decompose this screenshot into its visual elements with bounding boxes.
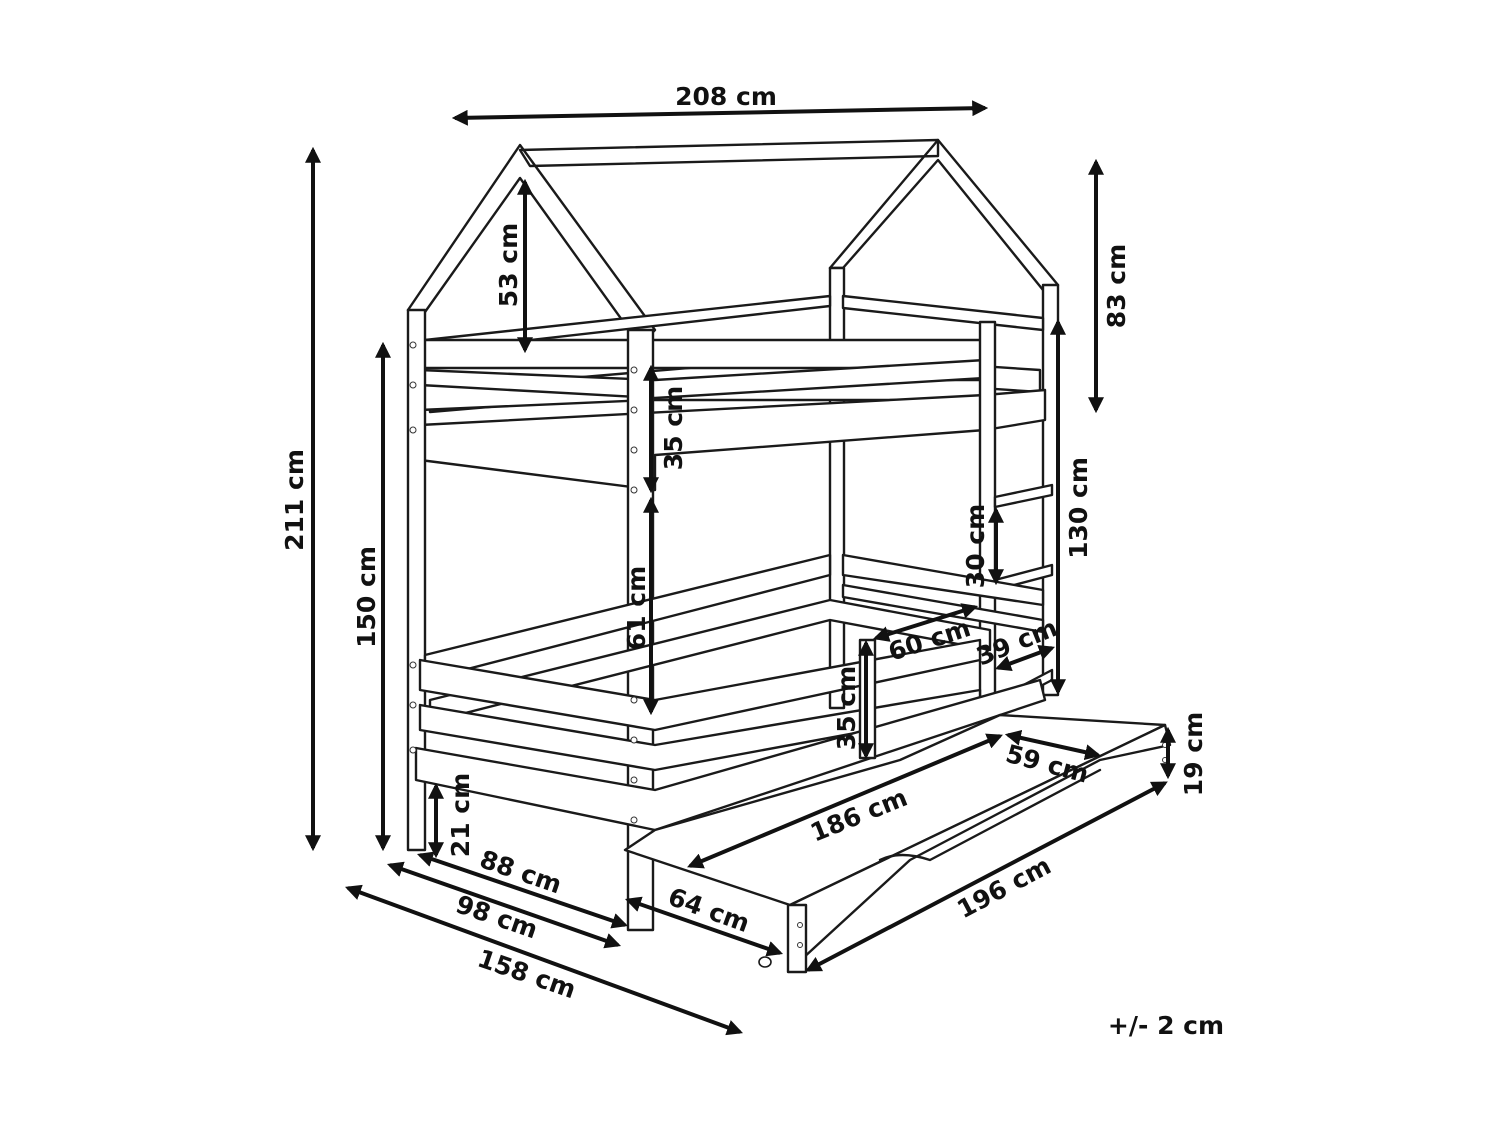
label-drawer-height: 19 cm [1179, 712, 1208, 796]
label-lower-rail-height: 35 cm [832, 666, 861, 750]
label-ladder-height: 130 cm [1064, 457, 1093, 559]
label-upper-rail-height: 35 cm [659, 386, 688, 470]
label-upper-bunk-height: 150 cm [352, 546, 381, 648]
label-total-height: 211 cm [280, 449, 309, 551]
tolerance-note: +/- 2 cm [1108, 1011, 1224, 1040]
dimension-labels: 208 cm 211 cm 150 cm 53 cm 83 cm 130 cm … [280, 82, 1224, 1040]
label-floor-clearance: 21 cm [446, 773, 475, 857]
label-roof-height: 53 cm [494, 223, 523, 307]
label-side-height: 83 cm [1102, 244, 1131, 328]
label-outer-width: 98 cm [452, 890, 541, 945]
label-roof-width: 208 cm [675, 82, 777, 111]
bolt-holes [409, 341, 1168, 948]
label-ladder-step: 30 cm [961, 504, 990, 588]
dimension-arrows [305, 100, 1176, 1036]
label-between-bunks: 61 cm [622, 566, 651, 650]
